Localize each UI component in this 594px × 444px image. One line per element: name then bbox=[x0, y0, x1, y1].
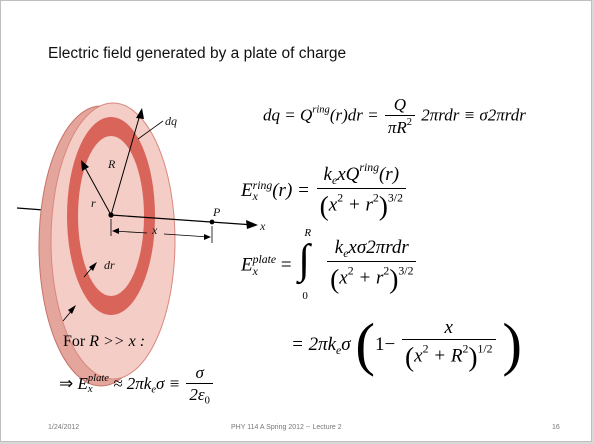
dq-pointer bbox=[137, 120, 164, 140]
label-P: P bbox=[213, 205, 221, 219]
dr-arrowhead-inner bbox=[89, 262, 97, 271]
label-x-distance: x bbox=[152, 223, 158, 237]
x-distance-arrow-right bbox=[204, 234, 211, 240]
charged-disk-figure bbox=[16, 102, 258, 387]
radius-r-line bbox=[82, 163, 112, 216]
radius-R-line bbox=[110, 110, 142, 216]
radius-r-arrowhead bbox=[81, 160, 89, 171]
condition-text: For R >> x : bbox=[63, 333, 146, 350]
slide-title: Electric field generated by a plate of c… bbox=[48, 45, 347, 62]
integral-sign: R∫0 bbox=[298, 227, 312, 302]
label-dr: dr bbox=[104, 258, 115, 272]
label-x-axis: x bbox=[260, 219, 266, 233]
point-p bbox=[209, 219, 215, 225]
footer-page-number: 16 bbox=[552, 424, 560, 431]
axis-arrowhead bbox=[246, 220, 258, 229]
x-distance-line-left bbox=[113, 230, 148, 234]
x-distance-line-right bbox=[163, 233, 210, 238]
radius-R-arrowhead bbox=[136, 108, 144, 119]
footer-course: PHY 114 A Spring 2012 -- Lecture 2 bbox=[231, 424, 342, 431]
footer-date: 1/24/2012 bbox=[48, 424, 80, 431]
equation-plate-result: = 2πkeσ (1− x (x2 + R2)1/2 ) bbox=[291, 312, 522, 377]
x-distance-arrow-left bbox=[112, 228, 119, 234]
label-r: r bbox=[91, 196, 96, 210]
axis-line bbox=[110, 214, 255, 226]
label-R: R bbox=[108, 157, 116, 171]
label-dq: dq bbox=[165, 114, 177, 128]
dr-arrowhead-outer bbox=[68, 305, 76, 314]
